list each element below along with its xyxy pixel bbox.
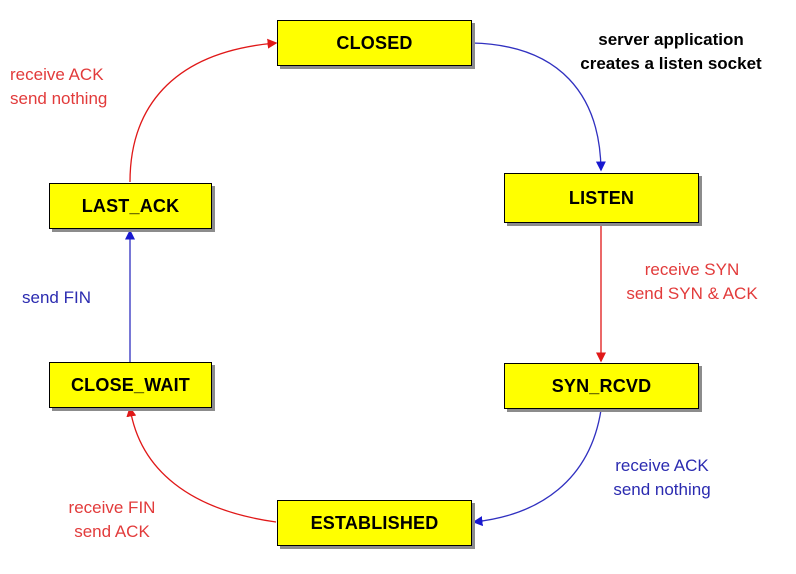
state-syn-rcvd: SYN_RCVD: [504, 363, 699, 409]
label-line2: send ACK: [74, 522, 150, 541]
state-close-wait: CLOSE_WAIT: [49, 362, 212, 408]
state-closed: CLOSED: [277, 20, 472, 66]
state-established: ESTABLISHED: [277, 500, 472, 546]
label-line1: send FIN: [22, 288, 91, 307]
label-close-wait-to-last-ack: send FIN: [22, 286, 112, 310]
state-listen: LISTEN: [504, 173, 699, 223]
server-note: server application creates a listen sock…: [560, 28, 782, 76]
label-line2: send nothing: [613, 480, 711, 499]
label-line1: receive FIN: [68, 498, 156, 517]
arrow-last-ack-to-closed: [129, 38, 278, 183]
arrow-established-to-close-wait: [126, 406, 277, 523]
label-line1: receive ACK: [10, 65, 104, 84]
label-line2: send SYN & ACK: [626, 284, 758, 303]
label-syn-rcvd-to-established: receive ACK send nothing: [600, 454, 724, 502]
label-line1: receive SYN: [644, 260, 740, 279]
arrow-closed-to-listen: [471, 42, 606, 172]
label-last-ack-to-closed: receive ACK send nothing: [10, 63, 134, 111]
arrow-syn-rcvd-to-established: [472, 409, 602, 527]
label-line1: receive ACK: [615, 456, 709, 475]
server-note-line1: server application: [598, 30, 744, 49]
label-established-to-close-wait: receive FIN send ACK: [57, 496, 167, 544]
label-listen-to-syn-rcvd: receive SYN send SYN & ACK: [622, 258, 762, 306]
server-note-line2: creates a listen socket: [580, 54, 762, 73]
state-last-ack: LAST_ACK: [49, 183, 212, 229]
label-line2: send nothing: [10, 89, 108, 108]
